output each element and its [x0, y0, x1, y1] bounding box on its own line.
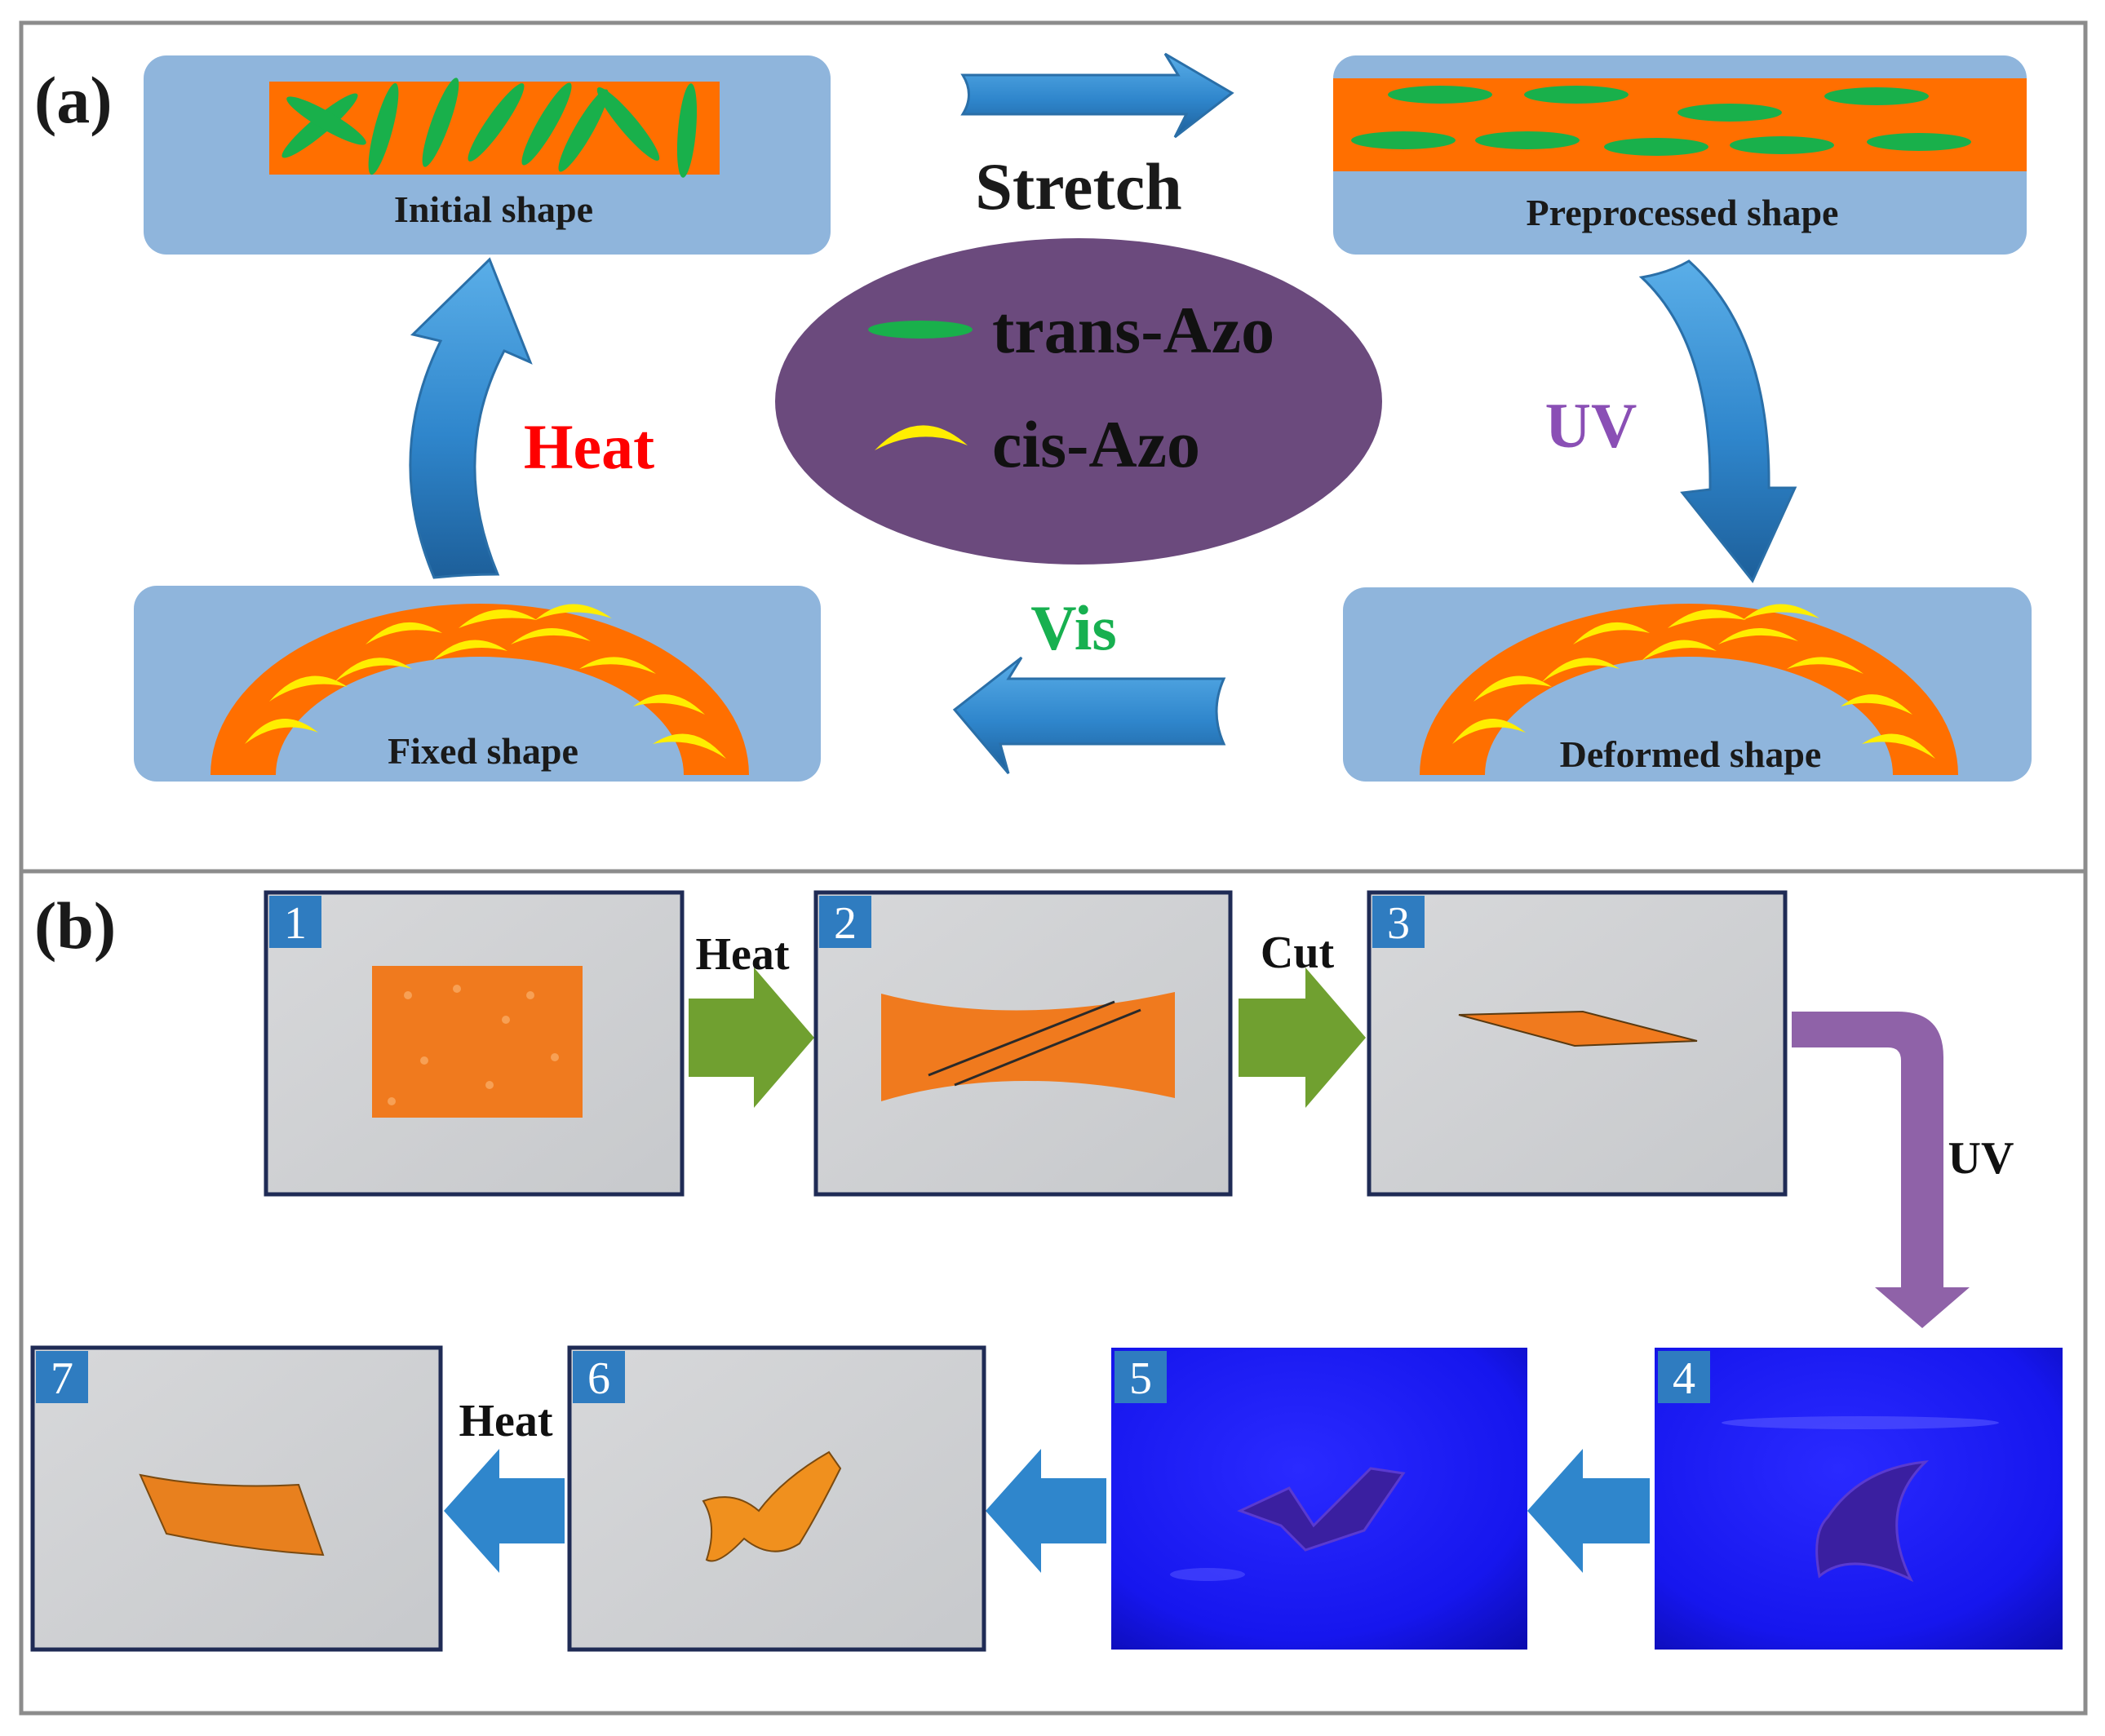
- photo-6-number: 6: [587, 1353, 610, 1404]
- legend-cis-azo-symbol: [875, 425, 968, 450]
- heat-curved-arrow: [409, 257, 533, 579]
- photo-1-film: [372, 966, 583, 1118]
- deformed-shape-label: Deformed shape: [1560, 733, 1822, 775]
- fixed-shape-box: Fixed shape: [134, 586, 821, 782]
- legend: trans-Azo cis-Azo: [775, 238, 1382, 565]
- vis-label: Vis: [1030, 592, 1116, 663]
- heat-step-arrow-1-2: [689, 968, 814, 1108]
- fixed-shape-label: Fixed shape: [388, 730, 578, 772]
- fixed-cis-azo-molecules: [245, 604, 726, 759]
- legend-cis-azo-label: cis-Azo: [992, 407, 1200, 481]
- photo-4: 4: [1655, 1348, 2063, 1650]
- heat-step-label-1-2: Heat: [695, 929, 789, 980]
- heat-step-label-6-7: Heat: [459, 1396, 552, 1446]
- deformed-arch: [1420, 604, 1958, 775]
- initial-shape-label: Initial shape: [394, 188, 593, 230]
- panel-b-label: (b): [34, 888, 116, 963]
- photo-1-number: 1: [284, 898, 307, 949]
- panel-a-label: (a): [34, 63, 113, 137]
- uv-step-arrow-3-4: [1792, 1012, 1970, 1328]
- cut-step-arrow-2-3: [1239, 968, 1366, 1108]
- photo-7-film: [139, 1473, 325, 1557]
- step-arrow-5-6: [986, 1449, 1106, 1573]
- deformed-shape-box: Deformed shape: [1343, 587, 2032, 782]
- legend-trans-azo-symbol: [868, 321, 973, 339]
- photo-7-number: 7: [51, 1353, 73, 1404]
- preprocessed-trans-azo-molecules: [1351, 86, 1971, 156]
- legend-background: [775, 238, 1382, 565]
- photo-5: 5: [1111, 1348, 1527, 1650]
- photo-2-film: [881, 992, 1175, 1101]
- fixed-arch: [210, 604, 749, 775]
- photo-7: 7: [30, 1345, 443, 1652]
- preprocessed-shape-label: Preprocessed shape: [1527, 192, 1839, 233]
- photo-1: 1: [264, 890, 685, 1197]
- initial-shape-box: Initial shape: [144, 55, 831, 255]
- panel-b-frame: [19, 869, 2088, 1716]
- photo-2: 2: [813, 890, 1233, 1197]
- uv-label: UV: [1545, 390, 1637, 461]
- uv-curved-arrow: [1638, 259, 1797, 583]
- photo-2-number: 2: [834, 898, 857, 949]
- cut-step-label-2-3: Cut: [1261, 928, 1335, 978]
- photo-4-number: 4: [1673, 1353, 1695, 1404]
- heat-label: Heat: [524, 411, 654, 482]
- photo-6: 6: [567, 1345, 986, 1652]
- photo-4-film: [1815, 1460, 1930, 1583]
- legend-trans-azo-label: trans-Azo: [992, 293, 1274, 367]
- initial-trans-azo-molecules: [281, 78, 698, 178]
- deformed-cis-azo-molecules: [1452, 604, 1935, 759]
- photo-5-film: [1237, 1467, 1406, 1552]
- photo-3-film: [1458, 1010, 1698, 1047]
- photo-3: 3: [1367, 890, 1788, 1197]
- photo-6-film: [702, 1450, 842, 1562]
- photo-5-number: 5: [1129, 1353, 1152, 1404]
- stretch-label: Stretch: [975, 149, 1182, 224]
- step-arrow-4-5: [1527, 1449, 1650, 1573]
- heat-step-arrow-6-7: [444, 1449, 565, 1573]
- uv-step-label-3-4: UV: [1948, 1133, 2014, 1184]
- stretch-arrow: [960, 52, 1234, 139]
- photo-3-number: 3: [1387, 898, 1410, 949]
- preprocessed-shape-box: Preprocessed shape: [1333, 55, 2027, 255]
- vis-arrow: [952, 656, 1226, 774]
